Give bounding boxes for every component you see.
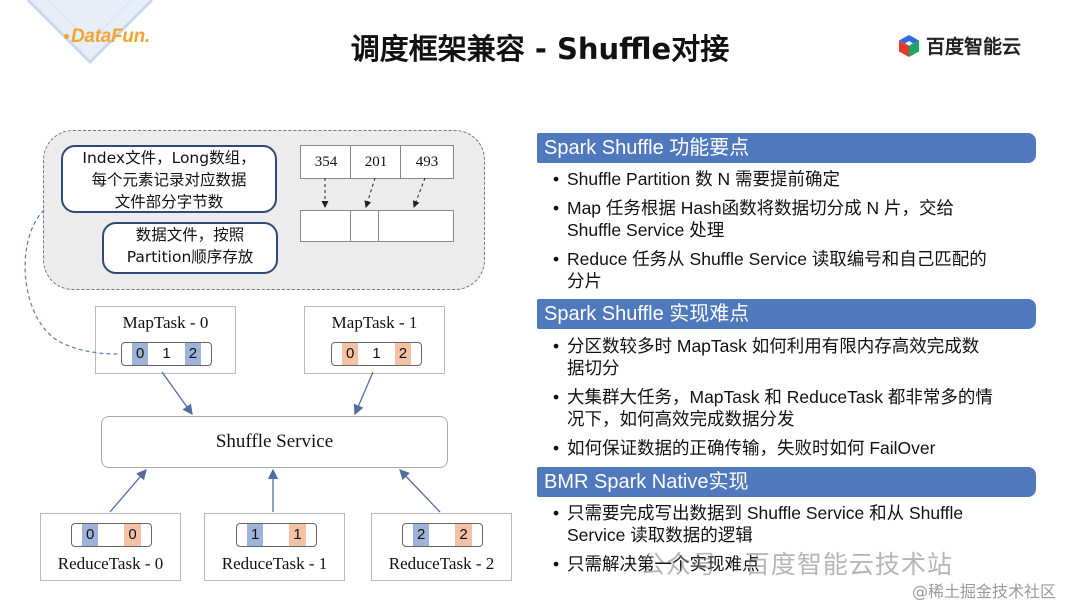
list-item: 只需要完成写出数据到 Shuffle Service 和从 ShuffleSer… xyxy=(553,502,1023,546)
reduce-task-label: ReduceTask - 0 xyxy=(57,554,164,573)
bullet-text: 只需解决第一个实现难点 xyxy=(567,554,760,574)
map-task-label: MapTask - 0 xyxy=(122,313,209,332)
bullet-text: Service 读取数据的逻辑 xyxy=(567,525,753,545)
partition-chip: 1 xyxy=(247,524,264,546)
partition-chip: 2 xyxy=(413,524,430,546)
map-task-0-partitions: 0 1 2 xyxy=(121,342,213,366)
callout-line: 文件部分字节数 xyxy=(114,193,224,211)
panel-connector xyxy=(24,209,121,355)
logo-text: DataFun. xyxy=(71,26,150,47)
partition-chip: 0 xyxy=(124,524,141,546)
cube-icon xyxy=(899,34,919,57)
decorative-band xyxy=(0,0,200,110)
bullet-text: 况下，如何高效完成数据分发 xyxy=(567,409,795,429)
reduce-task-label: ReduceTask - 2 xyxy=(388,554,495,573)
page-title: 调度框架兼容 - Shuffle对接 xyxy=(350,32,730,66)
partition-chip: 1 xyxy=(289,524,306,546)
list-item: 大集群大任务，MapTask 和 ReduceTask 都非常多的情况下，如何高… xyxy=(553,386,1023,430)
callout-line: 每个元素记录对应数据 xyxy=(91,171,247,189)
partition-chip: 0 xyxy=(342,343,359,365)
map0-to-service-arrow xyxy=(161,371,193,416)
index-file-callout: Index文件，Long数组， 每个元素记录对应数据 文件部分字节数 xyxy=(61,145,277,213)
bullet-text: 如何保证数据的正确传输，失败时如何 FailOver xyxy=(567,438,936,458)
list-item: 如何保证数据的正确传输，失败时如何 FailOver xyxy=(553,437,1023,459)
data-file-cell xyxy=(350,210,380,242)
bmr-list: 只需要完成写出数据到 Shuffle Service 和从 ShuffleSer… xyxy=(553,502,1023,582)
offset-arrow xyxy=(412,177,426,208)
partition-chip: 1 xyxy=(162,345,171,362)
index-cell: 493 xyxy=(400,145,454,179)
map-task-label: MapTask - 1 xyxy=(331,313,418,332)
offset-arrow xyxy=(364,177,376,208)
datafun-logo: DataFun. xyxy=(64,26,150,48)
reduce-task-label: ReduceTask - 1 xyxy=(221,554,328,573)
bullet-text: 大集群大任务，MapTask 和 ReduceTask 都非常多的情 xyxy=(567,387,993,407)
baidu-cloud-logo: 百度智能云 xyxy=(898,32,1021,59)
partition-chip: 1 xyxy=(372,345,381,362)
reduce-task-1-partitions: 1 1 xyxy=(236,523,317,547)
bullet-text: 分区数较多时 MapTask 如何利用有限内存高效完成数 xyxy=(567,336,980,356)
reduce2-to-service-arrow xyxy=(399,469,441,513)
shuffle-service-box: Shuffle Service xyxy=(101,416,448,468)
partition-chip: 0 xyxy=(132,343,149,365)
corner-watermark: @稀土掘金技术社区 xyxy=(912,582,1057,601)
bullet-text: Reduce 任务从 Shuffle Service 读取编号和自己匹配的 xyxy=(567,249,987,269)
reduce-task-2-partitions: 2 2 xyxy=(402,523,483,547)
partition-chip: 2 xyxy=(394,343,412,365)
map-task-1-partitions: 0 1 2 xyxy=(331,342,423,366)
index-cell: 201 xyxy=(350,145,402,179)
logo-right-text: 百度智能云 xyxy=(926,36,1022,58)
partition-chip: 0 xyxy=(82,524,99,546)
features-list: Shuffle Partition 数 N 需要提前确定 Map 任务根据 Ha… xyxy=(553,168,1023,299)
watermark: 公众号 · 百度智能云技术站 xyxy=(640,550,953,579)
section-header-bmr: BMR Spark Native实现 xyxy=(537,467,1036,497)
list-item: Shuffle Partition 数 N 需要提前确定 xyxy=(553,168,1023,190)
list-item: 只需解决第一个实现难点 xyxy=(553,553,1023,575)
index-cell: 354 xyxy=(300,145,352,179)
data-file-cell xyxy=(378,210,454,242)
bullet-text: Shuffle Partition 数 N 需要提前确定 xyxy=(567,169,840,189)
bullet-text: 据切分 xyxy=(567,358,620,378)
data-file-callout: 数据文件，按照 Partition顺序存放 xyxy=(102,222,278,274)
reduce-task-0-partitions: 0 0 xyxy=(71,523,152,547)
partition-chip: 2 xyxy=(184,343,202,365)
partition-chip: 2 xyxy=(455,524,472,546)
logo-dot-icon xyxy=(64,34,69,40)
section-header-features: Spark Shuffle 功能要点 xyxy=(537,133,1036,163)
bullet-text: 分片 xyxy=(567,271,602,291)
bullet-text: Map 任务根据 Hash函数将数据切分成 N 片，交给 xyxy=(567,198,954,218)
map1-to-service-arrow xyxy=(353,371,374,416)
bullet-text: 只需要完成写出数据到 Shuffle Service 和从 Shuffle xyxy=(567,503,964,523)
callout-line: Index文件，Long数组， xyxy=(82,149,256,167)
section-header-difficulties: Spark Shuffle 实现难点 xyxy=(537,299,1036,329)
bullet-text: Shuffle Service 处理 xyxy=(567,220,725,240)
reduce0-to-service-arrow xyxy=(109,469,147,513)
callout-line: 数据文件，按照 xyxy=(135,226,245,244)
callout-line: Partition顺序存放 xyxy=(126,248,254,266)
